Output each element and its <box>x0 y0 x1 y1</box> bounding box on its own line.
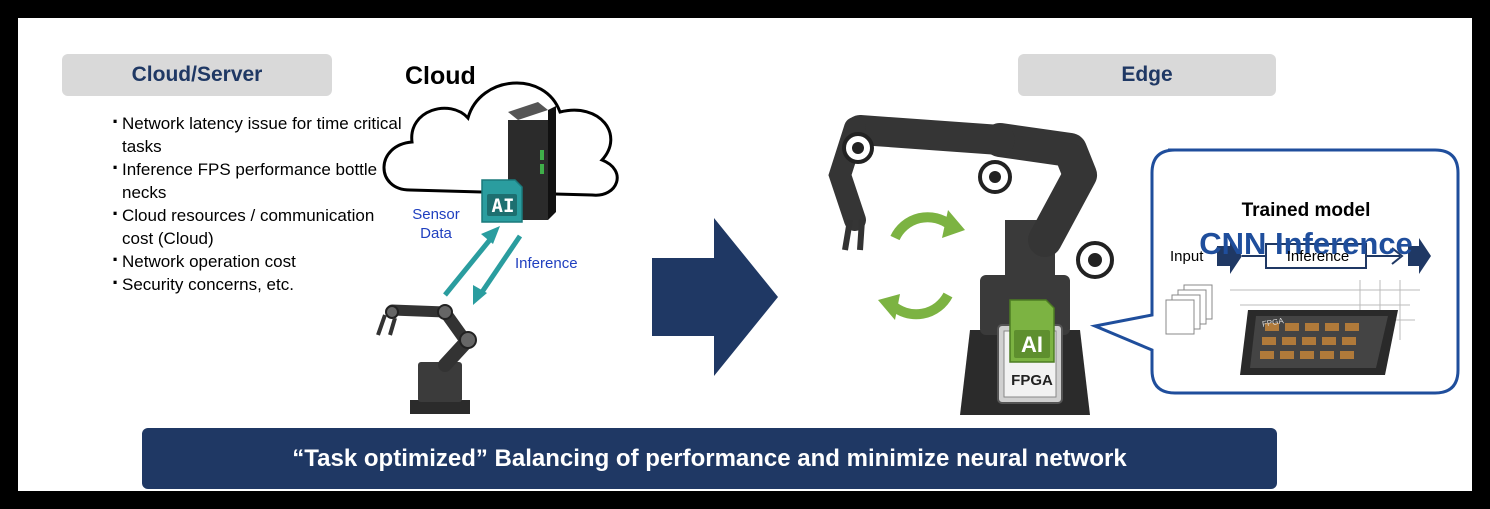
edge-fpga-label: FPGA <box>1011 372 1053 389</box>
server-icon <box>508 102 556 220</box>
cnn-inference-title: CNN Inference <box>1199 226 1413 261</box>
input-stack-icon <box>1165 284 1213 335</box>
cloud-issues-list: Network latency issue for time critical … <box>112 110 402 296</box>
sensor-data-arrow <box>443 226 500 297</box>
large-robot-arm-icon <box>828 115 1114 415</box>
ai-chip-icon <box>481 179 523 223</box>
refresh-cycle-icon <box>878 210 965 320</box>
bullet-item: Network operation cost <box>112 248 402 273</box>
large-robot-arm <box>828 115 1114 415</box>
edge-heading: Edge <box>1018 54 1276 96</box>
input-label: Input <box>1170 248 1204 265</box>
task-optimized-banner: “Task optimized” Balancing of performanc… <box>142 428 1277 489</box>
inference-box-label: Inference <box>1286 248 1350 265</box>
trained-model-title: Trained model <box>1241 200 1371 221</box>
ai-chip-label: AI <box>491 195 515 217</box>
cloud-server-heading: Cloud/Server <box>62 54 332 96</box>
cloud-label: Cloud <box>405 62 476 90</box>
bullet-item: Network latency issue for time critical … <box>112 110 402 158</box>
inference-arrow <box>473 234 523 305</box>
bullet-item: Inference FPS performance bottle necks <box>112 156 402 204</box>
callout-bubble <box>1089 148 1460 395</box>
small-robot-arm-icon <box>376 304 477 414</box>
inference-label: Inference <box>515 255 578 272</box>
sensor-data-label: Sensor Data <box>412 206 460 242</box>
inference-flow-arrows <box>1217 238 1431 274</box>
edge-ai-label: AI <box>1021 332 1043 357</box>
cloud-diagram <box>376 81 619 414</box>
fpga-chip-icon <box>1240 310 1398 375</box>
bullet-item: Cloud resources / communication cost (Cl… <box>112 202 402 250</box>
cloud-icon <box>382 81 619 197</box>
transition-arrow-icon <box>652 218 778 376</box>
bullet-item: Security concerns, etc. <box>112 271 402 296</box>
